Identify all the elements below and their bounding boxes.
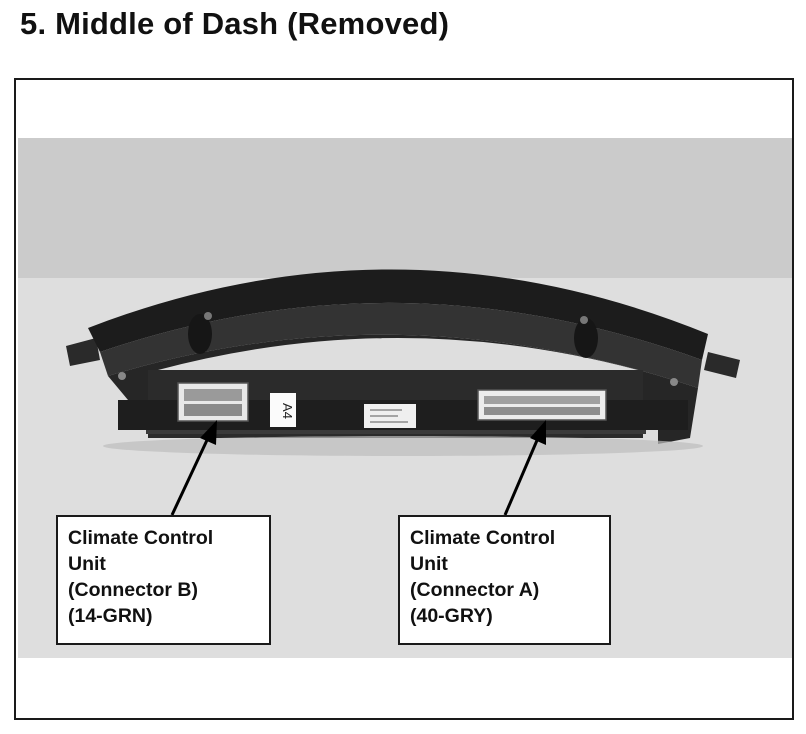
left-side-screw [118, 372, 126, 380]
right-screw-boss [574, 318, 598, 358]
right-mount-tab [704, 352, 740, 378]
callout-connector-a: Climate Control Unit (Connector A) (40-G… [398, 515, 611, 645]
callout-b-line: (14-GRN) [68, 605, 153, 627]
figure-frame: A4 Climate Control Unit (Connector B) (1… [14, 78, 794, 720]
connector-a-pins-row1 [484, 396, 600, 404]
label-sticker [270, 393, 296, 427]
connector-b-pins-row1 [184, 389, 242, 401]
left-screw-boss [188, 314, 212, 354]
housing-top-face [100, 302, 702, 388]
background-wall [18, 138, 792, 278]
callout-b-line: Unit [68, 553, 106, 575]
callout-b-line: Climate Control [68, 527, 214, 549]
unit-shadow [103, 436, 703, 456]
callout-b-line: (Connector B) [68, 579, 198, 601]
callout-connector-b: Climate Control Unit (Connector B) (14-G… [56, 515, 271, 645]
rear-panel-edge [146, 430, 646, 434]
right-screw [580, 316, 588, 324]
arrow-line-connector-a [503, 437, 540, 516]
connector-a-socket [477, 389, 607, 421]
page-title: 5. Middle of Dash (Removed) [20, 6, 450, 41]
sticker-text: A4 [280, 403, 295, 419]
left-mount-tab [66, 338, 100, 366]
arrow-head-connector-a [530, 420, 546, 445]
right-side-screw [670, 378, 678, 386]
arrow-line-connector-b [170, 437, 210, 516]
connector-b-pins-row2 [184, 404, 242, 416]
connector-a-pins-row2 [484, 407, 600, 415]
left-screw [204, 312, 212, 320]
dash-photo: A4 Climate Control Unit (Connector B) (1… [18, 138, 792, 658]
callout-a-line: (40-GRY) [410, 605, 493, 627]
arrow-head-connector-b [200, 420, 217, 445]
callout-a-line: Climate Control [410, 527, 556, 549]
dash-unit-illustration: A4 [18, 138, 792, 658]
housing-top-lip [88, 269, 708, 360]
callout-a-line: (Connector A) [410, 579, 540, 601]
callout-a-line: Unit [410, 553, 448, 575]
